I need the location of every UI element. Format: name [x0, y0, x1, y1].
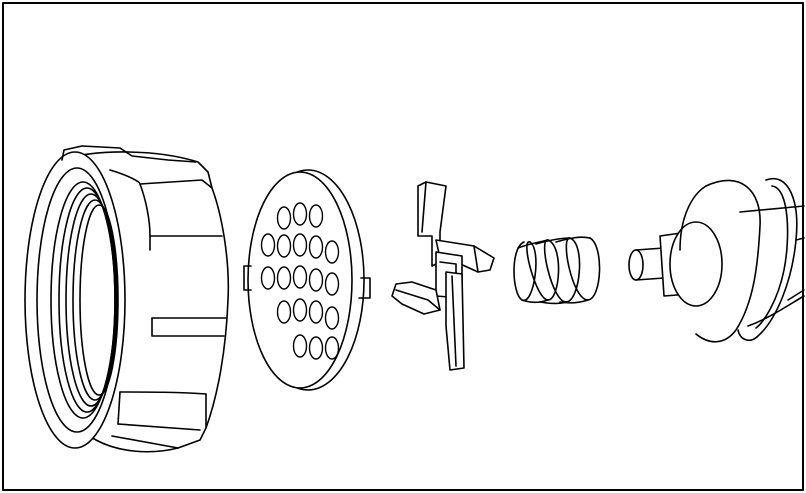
- plate-hole: [324, 336, 340, 360]
- plate-hole: [308, 336, 324, 360]
- plate-hole: [308, 300, 324, 324]
- cutting-plate-holes: [260, 202, 340, 360]
- plate-hole: [276, 206, 292, 230]
- plate-hole: [324, 272, 340, 296]
- plate-hole: [308, 235, 324, 259]
- cutting-plate: [243, 169, 371, 391]
- plate-hole: [276, 300, 292, 324]
- plate-hole: [292, 334, 308, 358]
- cross-blade: [391, 181, 495, 371]
- coil-spring: [513, 236, 601, 305]
- plate-hole: [324, 306, 340, 330]
- plate-hole: [260, 233, 276, 257]
- plate-hole: [292, 202, 308, 226]
- plate-hole: [308, 204, 324, 228]
- plate-hole: [292, 233, 308, 257]
- plate-hole: [260, 266, 276, 290]
- plate-hole: [308, 268, 324, 292]
- plate-hole: [276, 234, 292, 258]
- feed-screw: [628, 177, 805, 343]
- locking-ring: [24, 145, 230, 453]
- plate-hole: [324, 240, 340, 264]
- plate-hole: [292, 298, 308, 322]
- plate-hole: [292, 265, 308, 289]
- plate-hole: [276, 266, 292, 290]
